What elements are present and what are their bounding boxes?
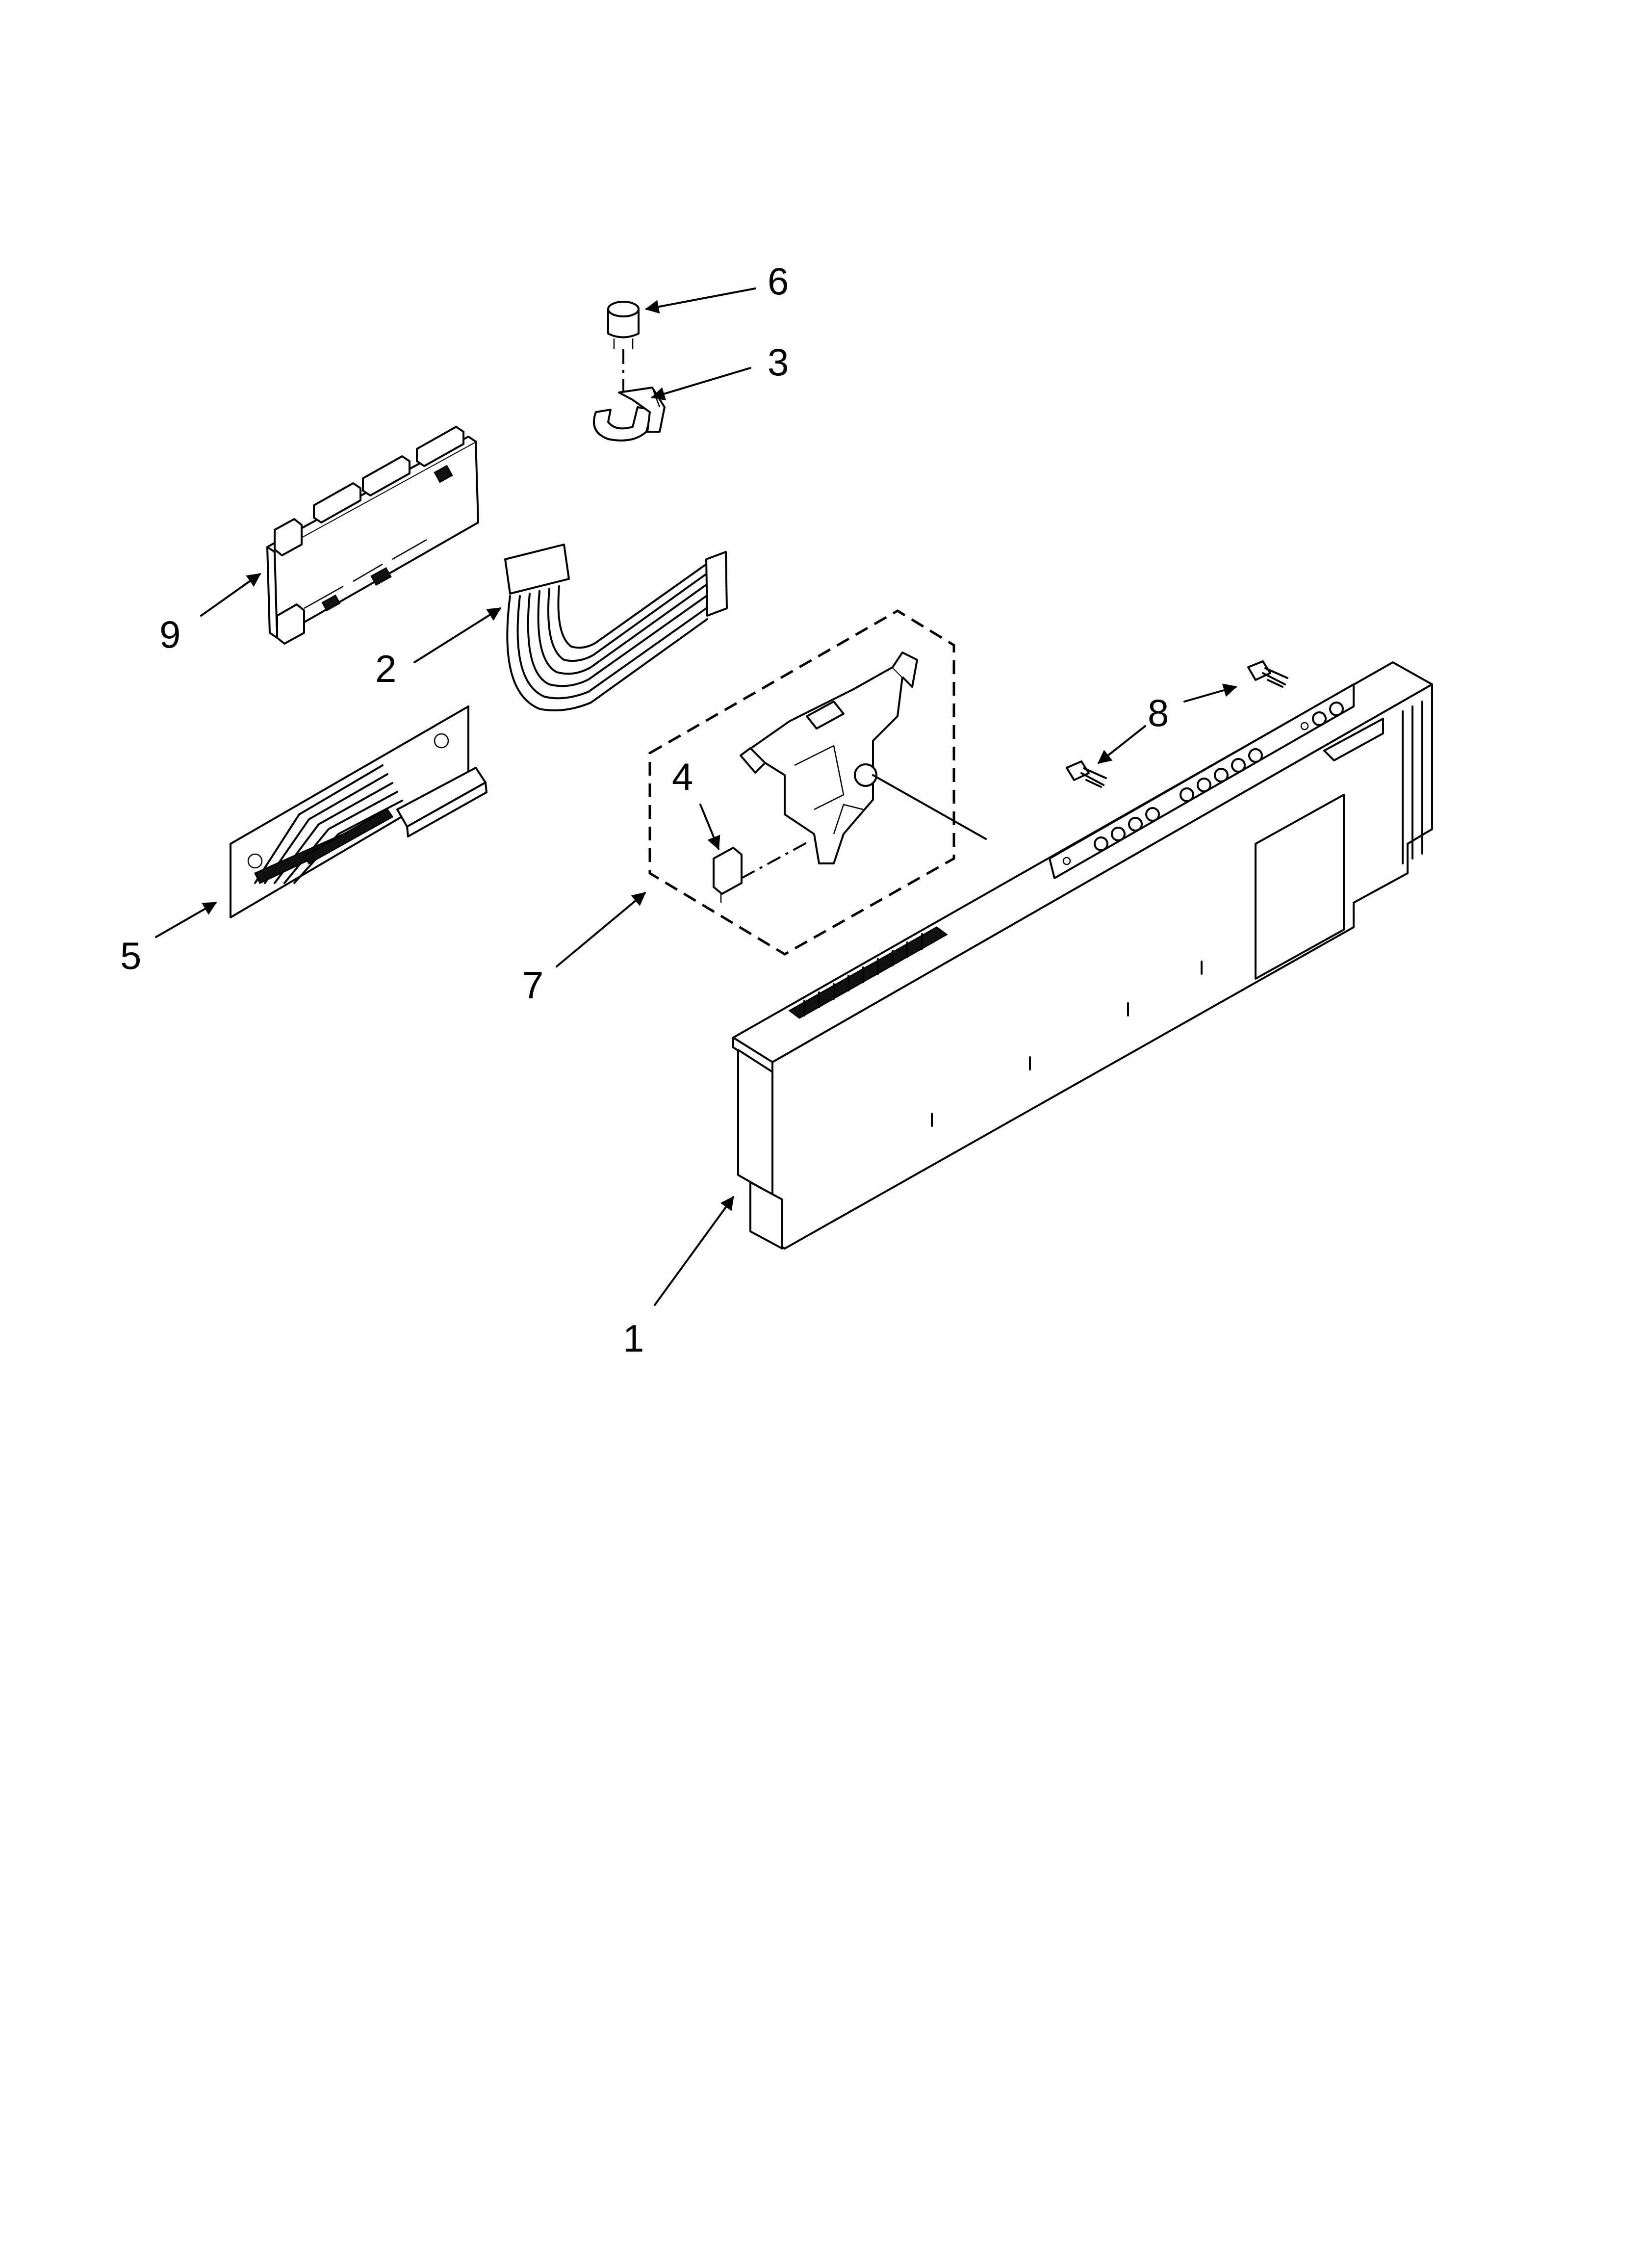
callout-2: 2 bbox=[375, 647, 396, 690]
part-6-cap bbox=[607, 301, 640, 392]
callout-3: 3 bbox=[768, 340, 789, 384]
part-3-clip bbox=[593, 387, 666, 442]
callout-5: 5 bbox=[120, 934, 141, 977]
callout-4: 4 bbox=[672, 755, 693, 798]
part-7-latch-assembly-group bbox=[648, 609, 987, 956]
callout-6: 6 bbox=[768, 260, 789, 303]
part-9-control-board bbox=[266, 426, 479, 645]
callout-1: 1 bbox=[623, 1317, 644, 1360]
part-5-interface-board bbox=[230, 705, 487, 918]
callout-7: 7 bbox=[522, 964, 543, 1007]
part-8-screws bbox=[1066, 660, 1288, 788]
part-1-console-panel bbox=[732, 661, 1433, 1250]
callout-9: 9 bbox=[159, 613, 180, 656]
leader-arrows bbox=[155, 287, 1237, 1306]
callout-labels: 6 3 9 2 4 8 5 7 1 bbox=[120, 260, 1169, 1360]
part-2-ribbon-cable bbox=[504, 544, 728, 711]
callout-8: 8 bbox=[1148, 691, 1169, 734]
